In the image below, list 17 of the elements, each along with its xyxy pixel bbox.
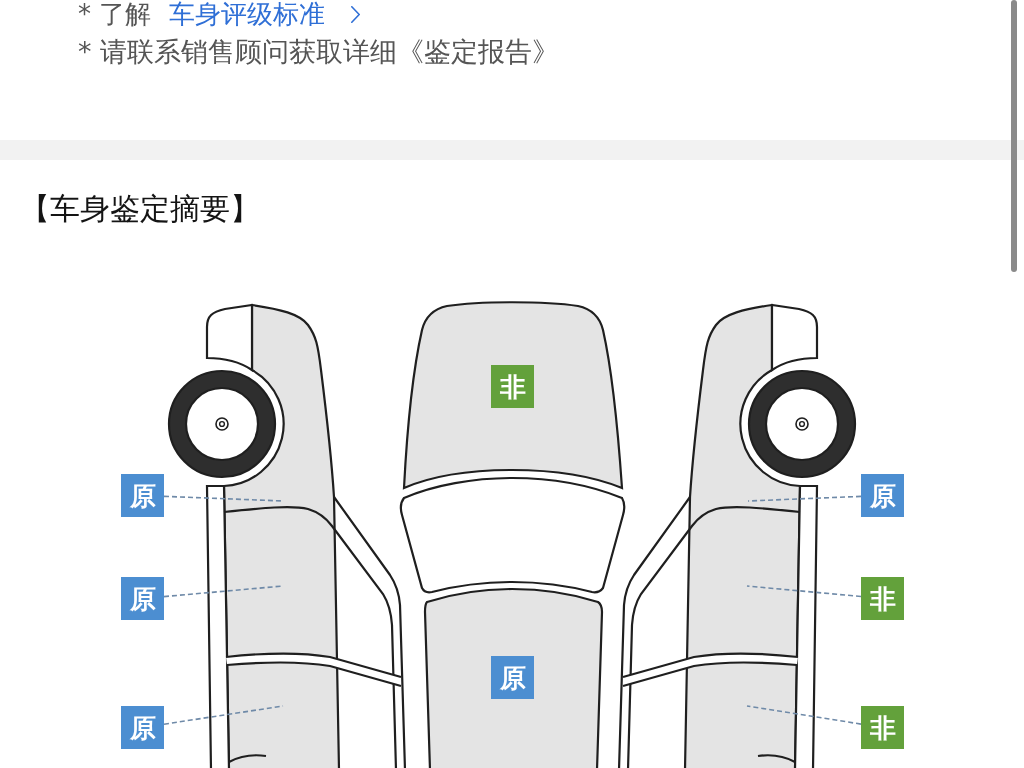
note-text: * 请联系销售顾问获取详细《鉴定报告》 [78,36,560,68]
status-badge: 非 [491,365,534,408]
leader-line [747,495,862,502]
note-text: * 了解 [78,0,152,28]
status-badge: 非 [861,706,904,749]
leader-line [746,705,862,725]
status-badge: 原 [121,474,164,517]
status-badge: 原 [491,656,534,699]
leader-line [746,585,862,598]
status-badge: 原 [861,474,904,517]
status-badge: 原 [121,706,164,749]
status-badge: 原 [121,577,164,620]
leader-line [163,495,284,502]
leader-line [163,585,284,598]
standard-link: 车身评级标准 [169,0,326,28]
section-title: 【车身鉴定摘要】 [20,191,260,227]
status-badge: 非 [861,577,904,620]
